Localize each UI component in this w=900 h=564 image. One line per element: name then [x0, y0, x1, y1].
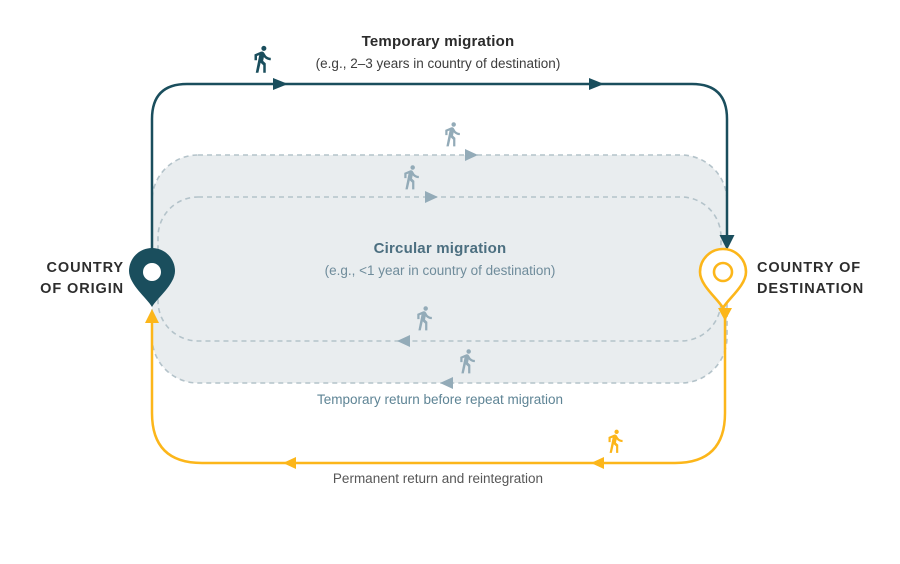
- temporary-migration-subtitle: (e.g., 2–3 years in country of destinati…: [315, 56, 561, 71]
- flow-arrowhead-icon: [591, 457, 604, 469]
- temporary-return-label: Temporary return before repeat migration: [316, 392, 564, 407]
- map-pin-icon: [129, 248, 175, 307]
- permanent-return-label: Permanent return and reintegration: [332, 471, 544, 486]
- temporary-migration-path: [150, 82, 729, 272]
- flow-arrowhead-icon: [465, 149, 478, 161]
- walking-person-icon: [254, 45, 271, 73]
- country-of-origin-line2: OF ORIGIN: [40, 281, 124, 297]
- flow-arrowhead-icon: [283, 457, 296, 469]
- country-of-origin-line1: COUNTRY: [46, 260, 124, 276]
- circular-migration-subtitle: (e.g., <1 year in country of destination…: [324, 263, 556, 278]
- temporary-migration-title: Temporary migration: [361, 33, 515, 50]
- country-of-destination-line1: COUNTRY OF: [757, 260, 862, 276]
- flow-arrowhead-icon: [145, 309, 159, 323]
- walking-person-icon: [445, 122, 460, 147]
- flow-arrowhead-icon: [273, 78, 288, 90]
- flow-arrowhead-icon: [589, 78, 604, 90]
- flow-arrowhead-icon: [440, 377, 453, 389]
- country-of-origin-label: COUNTRY OF ORIGIN: [40, 258, 124, 300]
- permanent-return-path: [150, 315, 727, 465]
- flow-arrowhead-icon: [397, 335, 410, 347]
- walking-person-icon: [608, 429, 623, 453]
- flow-arrowhead-icon: [719, 235, 735, 250]
- circular-migration-title: Circular migration: [373, 240, 507, 257]
- flow-arrowhead-icon: [718, 308, 732, 321]
- country-of-destination-line2: DESTINATION: [757, 281, 865, 297]
- flow-arrowhead-icon: [425, 191, 438, 203]
- map-pin-outline-icon: [698, 247, 748, 310]
- country-of-destination-label: COUNTRY OF DESTINATION: [757, 258, 864, 300]
